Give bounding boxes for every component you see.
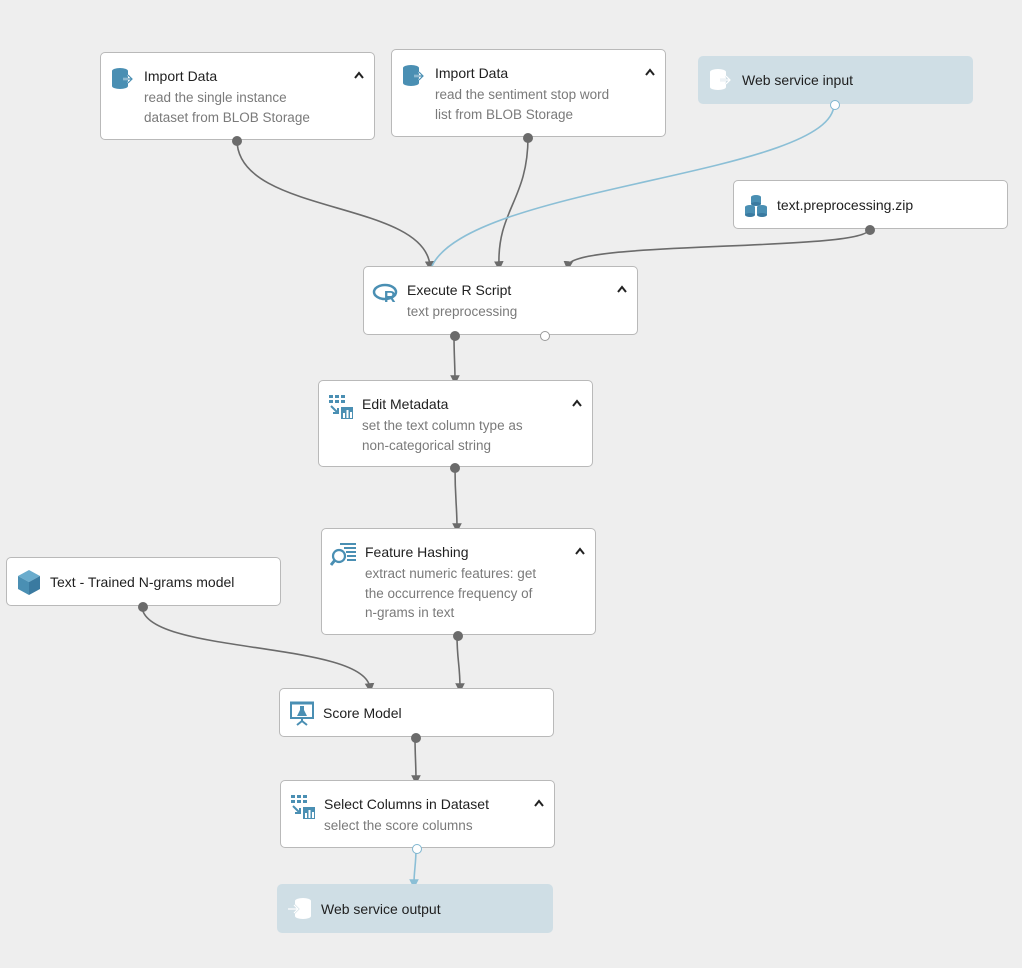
module-title: text.preprocessing.zip xyxy=(777,196,914,213)
collapse-chevron-icon[interactable] xyxy=(643,66,657,78)
description-line: non-categorical string xyxy=(362,437,492,453)
dataset-text-preprocessing-zip[interactable]: text.preprocessing.zip xyxy=(733,180,1008,235)
output-port[interactable] xyxy=(523,133,533,143)
feature-hashing-icon xyxy=(330,543,356,566)
module-edit-metadata[interactable]: Edit Metadata set the text column type a… xyxy=(318,380,593,473)
edge-score-select xyxy=(411,736,421,785)
collapse-chevron-icon[interactable] xyxy=(570,397,584,409)
output-port[interactable] xyxy=(412,844,422,854)
import-data-icon xyxy=(112,68,134,89)
output-port[interactable] xyxy=(411,733,421,743)
module-import-data-stopwords[interactable]: Import Data read the sentiment stop word… xyxy=(391,49,666,143)
module-title: Import Data xyxy=(144,68,218,84)
module-execute-r-script[interactable]: R Execute R Script text preprocessing xyxy=(363,266,638,341)
output-port[interactable] xyxy=(232,136,242,146)
output-port[interactable] xyxy=(865,225,875,235)
module-title: Execute R Script xyxy=(407,282,512,298)
module-select-columns[interactable]: Select Columns in Dataset select the sco… xyxy=(280,780,555,854)
score-model-icon xyxy=(290,701,314,726)
edge-zip-rscript xyxy=(563,228,870,271)
description-line: extract numeric features: get xyxy=(365,566,537,581)
output-port[interactable] xyxy=(830,100,840,110)
output-port[interactable] xyxy=(453,631,463,641)
description-line: n-grams in text xyxy=(365,605,455,620)
module-description: read the sentiment stop word list from B… xyxy=(435,85,609,124)
output-port[interactable] xyxy=(450,463,460,473)
collapse-chevron-icon[interactable] xyxy=(532,797,546,809)
module-web-service-output[interactable]: Web service output xyxy=(277,884,553,933)
description-line: read the sentiment stop word xyxy=(435,87,610,102)
trained-model-icon xyxy=(18,569,40,595)
module-title: Web service input xyxy=(742,72,854,88)
module-description: extract numeric features: get the occurr… xyxy=(365,564,536,623)
module-web-service-input[interactable]: Web service input xyxy=(698,56,973,110)
collapse-chevron-icon[interactable] xyxy=(573,545,587,557)
output-port-device[interactable] xyxy=(540,331,550,341)
module-title: Select Columns in Dataset xyxy=(324,796,489,812)
r-script-icon: R xyxy=(372,283,398,306)
select-columns-icon xyxy=(291,795,315,819)
dataset-icon xyxy=(745,194,767,217)
edit-metadata-icon xyxy=(329,395,353,419)
output-port[interactable] xyxy=(138,602,148,612)
module-title: Web service output xyxy=(321,900,441,917)
edge-rscript-metadata xyxy=(450,334,460,385)
module-description: text preprocessing xyxy=(407,302,517,322)
module-title: Score Model xyxy=(323,704,402,721)
module-description: set the text column type as non-categori… xyxy=(362,416,523,455)
collapse-chevron-icon[interactable] xyxy=(615,283,629,295)
trained-model-ngrams[interactable]: Text - Trained N-grams model xyxy=(6,557,281,612)
module-import-data-blob[interactable]: Import Data read the single instance dat… xyxy=(100,52,375,146)
description-line: set the text column type as xyxy=(362,418,523,433)
output-port[interactable] xyxy=(450,331,460,341)
web-service-output-icon xyxy=(288,897,311,919)
svg-text:R: R xyxy=(384,289,396,306)
module-title: Text - Trained N-grams model xyxy=(50,573,235,590)
collapse-chevron-icon[interactable] xyxy=(352,69,366,81)
description-line: list from BLOB Storage xyxy=(435,106,574,122)
description-line: select the score columns xyxy=(324,818,473,833)
import-data-icon xyxy=(403,65,425,86)
module-title: Import Data xyxy=(435,65,509,81)
description-line: read the single instance xyxy=(144,90,287,105)
web-service-input-icon xyxy=(710,69,732,90)
module-feature-hashing[interactable]: Feature Hashing extract numeric features… xyxy=(321,528,596,641)
edge-hashing-score xyxy=(455,634,465,693)
module-description: read the single instance dataset from BL… xyxy=(144,88,310,127)
description-line: text preprocessing xyxy=(407,304,518,319)
edge-metadata-hashing xyxy=(452,466,462,533)
edge-import1-rscript xyxy=(236,139,435,271)
module-description: select the score columns xyxy=(324,816,473,836)
description-line: the occurrence frequency of xyxy=(365,585,533,601)
module-score-model[interactable]: Score Model xyxy=(279,688,554,743)
module-title: Edit Metadata xyxy=(362,396,449,412)
edge-import2-rscript xyxy=(494,136,529,271)
description-line: dataset from BLOB Storage xyxy=(144,109,310,125)
module-title: Feature Hashing xyxy=(365,544,469,560)
